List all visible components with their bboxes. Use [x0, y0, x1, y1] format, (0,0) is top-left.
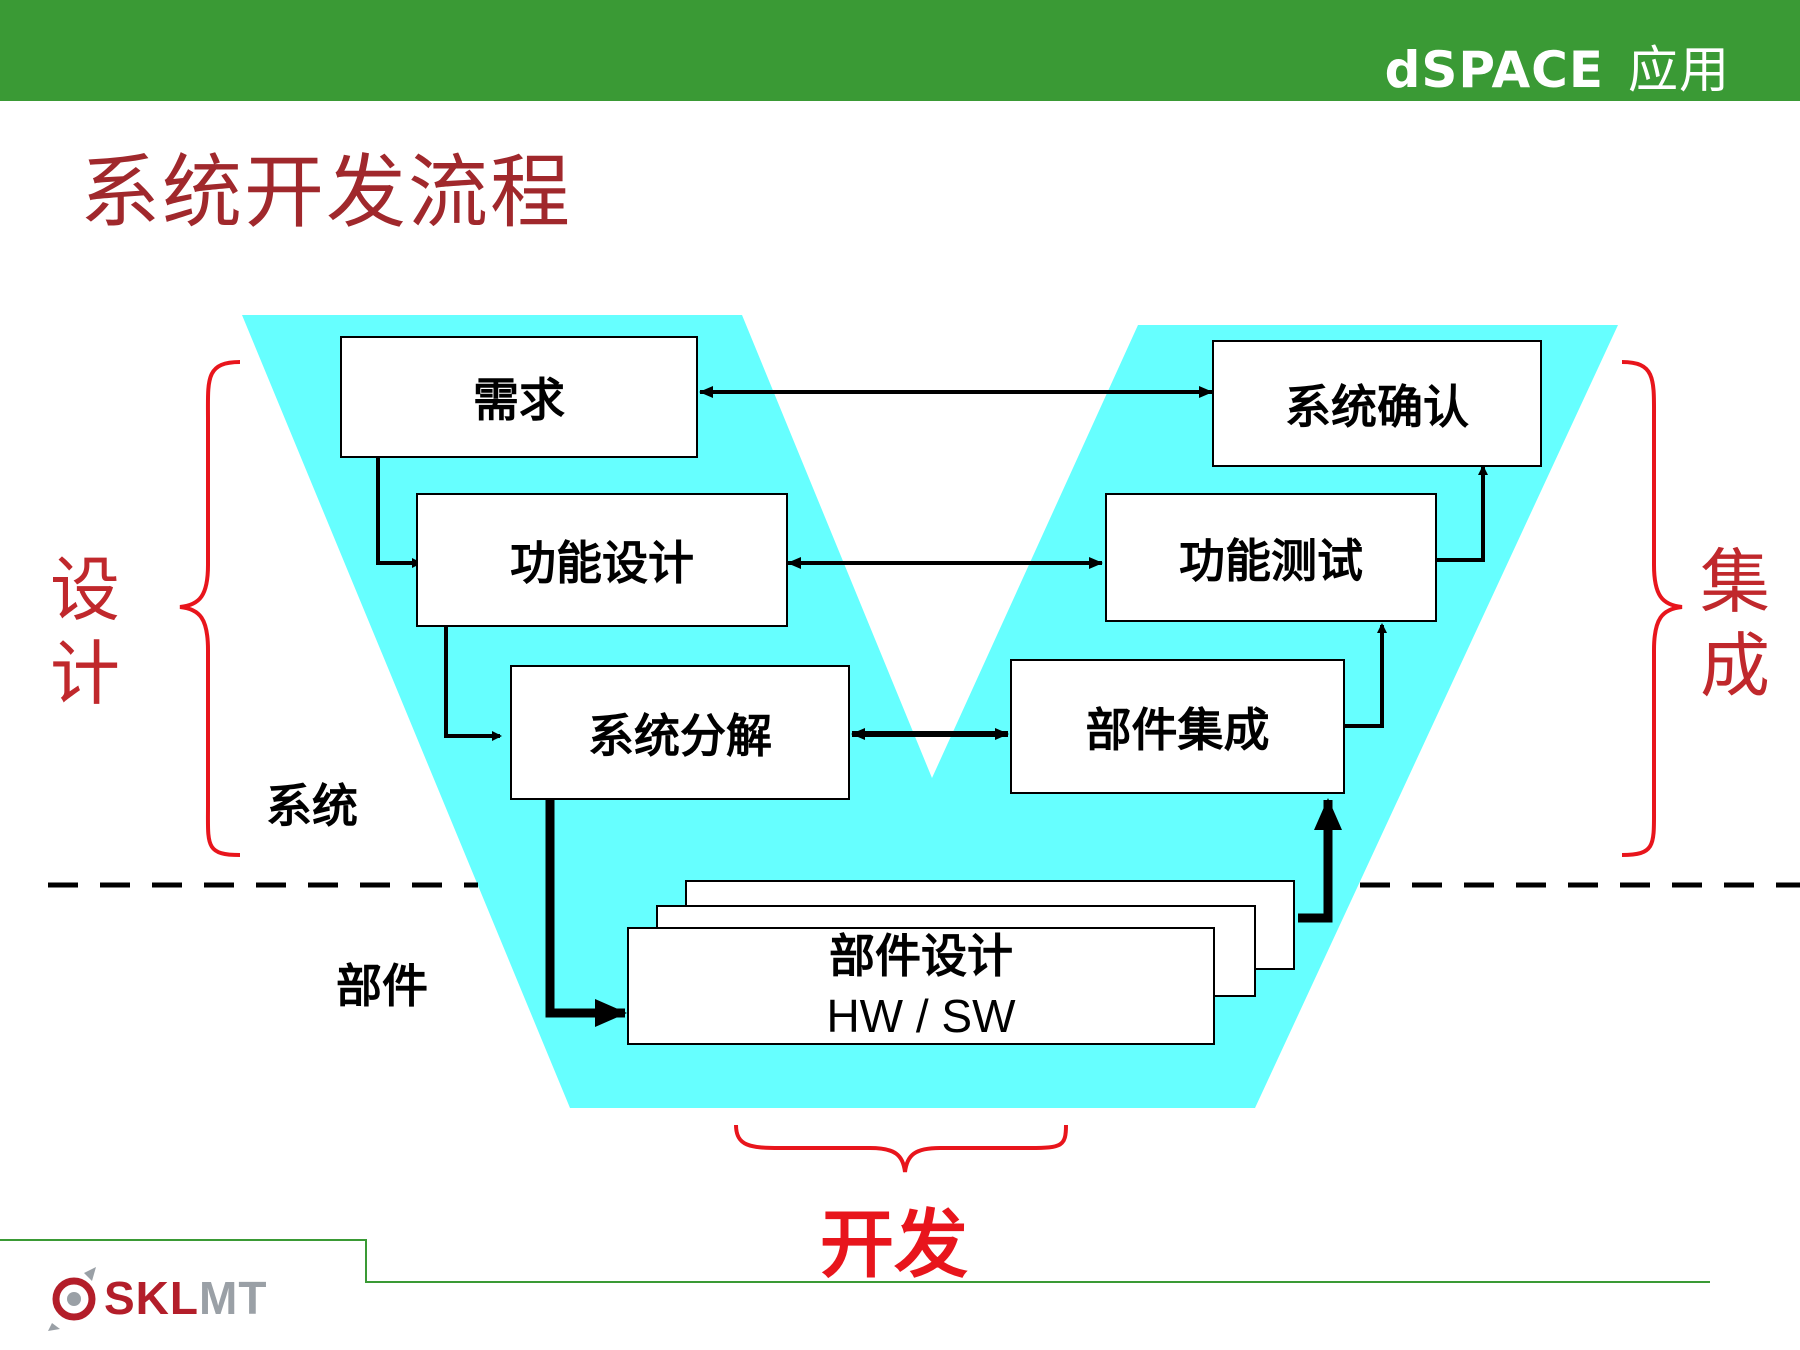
- design-brace: [179, 360, 241, 857]
- box-component-design: 部件设计 HW / SW: [627, 927, 1215, 1045]
- arrow-functest-to-valid: [1437, 465, 1488, 562]
- brand-title: dSPACE 应用: [1385, 30, 1730, 102]
- development-brace: [734, 1124, 1068, 1173]
- integration-brace: [1621, 360, 1683, 857]
- box-system-decomposition: 系统分解: [510, 665, 850, 800]
- sklmt-logo-icon: [48, 1267, 96, 1331]
- header-bar: dSPACE 应用: [0, 0, 1800, 101]
- arrow-sys-to-comp: [545, 800, 627, 1027]
- box-requirements: 需求: [340, 336, 698, 458]
- arrow-func-to-sys: [444, 627, 502, 741]
- integration-label: 集成: [1700, 541, 1770, 707]
- sklmt-logo-text: SKLMT: [104, 1272, 268, 1324]
- sklmt-logo: SKLMT: [44, 1263, 267, 1333]
- arrow-integ-to-functest: [1343, 623, 1387, 728]
- brand-suffix: 应用: [1628, 41, 1730, 99]
- box-system-validation: 系统确认: [1212, 340, 1542, 467]
- arrow-req-to-func: [376, 457, 422, 568]
- design-label: 设计: [50, 549, 120, 715]
- arrow-comp-to-integ: [1298, 798, 1342, 923]
- level-label-system: 系统: [266, 779, 358, 833]
- page-title: 系统开发流程: [80, 146, 572, 239]
- footer-lines: [0, 1239, 1710, 1283]
- box-component-integration: 部件集成: [1010, 659, 1345, 794]
- box-functional-design: 功能设计: [416, 493, 788, 627]
- level-label-component: 部件: [336, 959, 428, 1013]
- component-design-label: 部件设计: [829, 929, 1013, 983]
- component-design-hw-sw: HW / SW: [826, 990, 1016, 1042]
- development-label: 开发: [820, 1202, 968, 1288]
- box-functional-test: 功能测试: [1105, 493, 1437, 622]
- brand-name: dSPACE: [1384, 41, 1604, 99]
